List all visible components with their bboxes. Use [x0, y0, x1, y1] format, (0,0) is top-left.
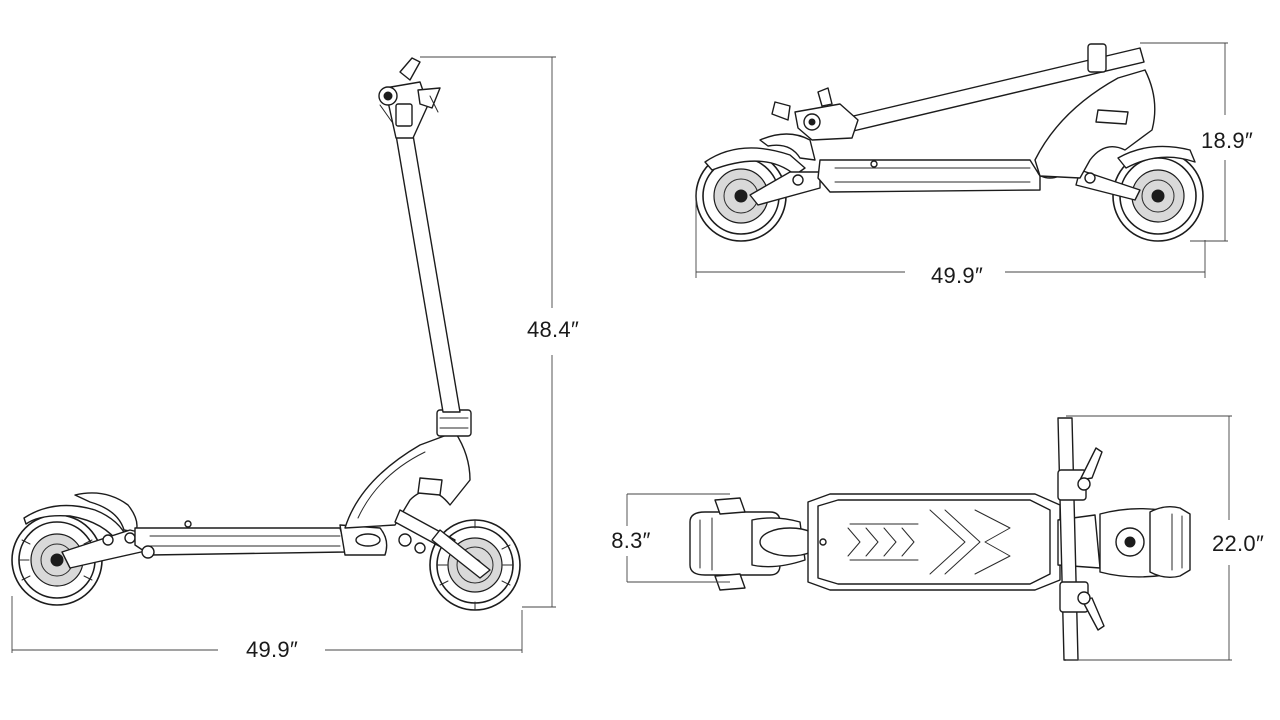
side-stem: [395, 134, 461, 413]
side-deck: [134, 520, 388, 559]
deck-chevron-pattern: [847, 509, 1011, 575]
side-front-neck: [344, 431, 491, 579]
side-folding-clamp: [436, 409, 472, 437]
side-length-label: 49.9″: [246, 637, 298, 662]
folded-length-label: 49.9″: [931, 263, 983, 288]
top-handlebar-width-label: 22.0″: [1212, 531, 1264, 556]
folded-view: 18.9″ 49.9″: [695, 42, 1253, 288]
side-height-dim-line: [420, 56, 556, 608]
folded-neck: [1034, 69, 1156, 179]
top-width-dim-line: [626, 493, 730, 583]
side-handlebar-head: [378, 57, 441, 139]
top-handlebar: [1057, 417, 1105, 661]
side-height-label: 48.4″: [527, 317, 579, 342]
folded-length-dim-line: [695, 190, 1206, 278]
top-front-assembly: [1057, 505, 1191, 579]
top-deck-width-label: 8.3″: [611, 528, 651, 553]
folded-deck: [817, 159, 1063, 193]
folded-handlebar-head: [771, 87, 859, 141]
top-deck: [807, 493, 1061, 591]
top-view: 8.3″ 22.0″: [611, 415, 1264, 661]
side-rear-spoiler: [74, 492, 138, 533]
side-view: 48.4″ 49.9″: [11, 56, 579, 662]
folded-height-label: 18.9″: [1201, 128, 1253, 153]
side-length-dim-line: [11, 596, 523, 653]
top-handlebar-dim-line: [1066, 415, 1232, 661]
top-front-wheel: [1149, 505, 1191, 579]
folded-height-dim-line: [1140, 42, 1228, 242]
